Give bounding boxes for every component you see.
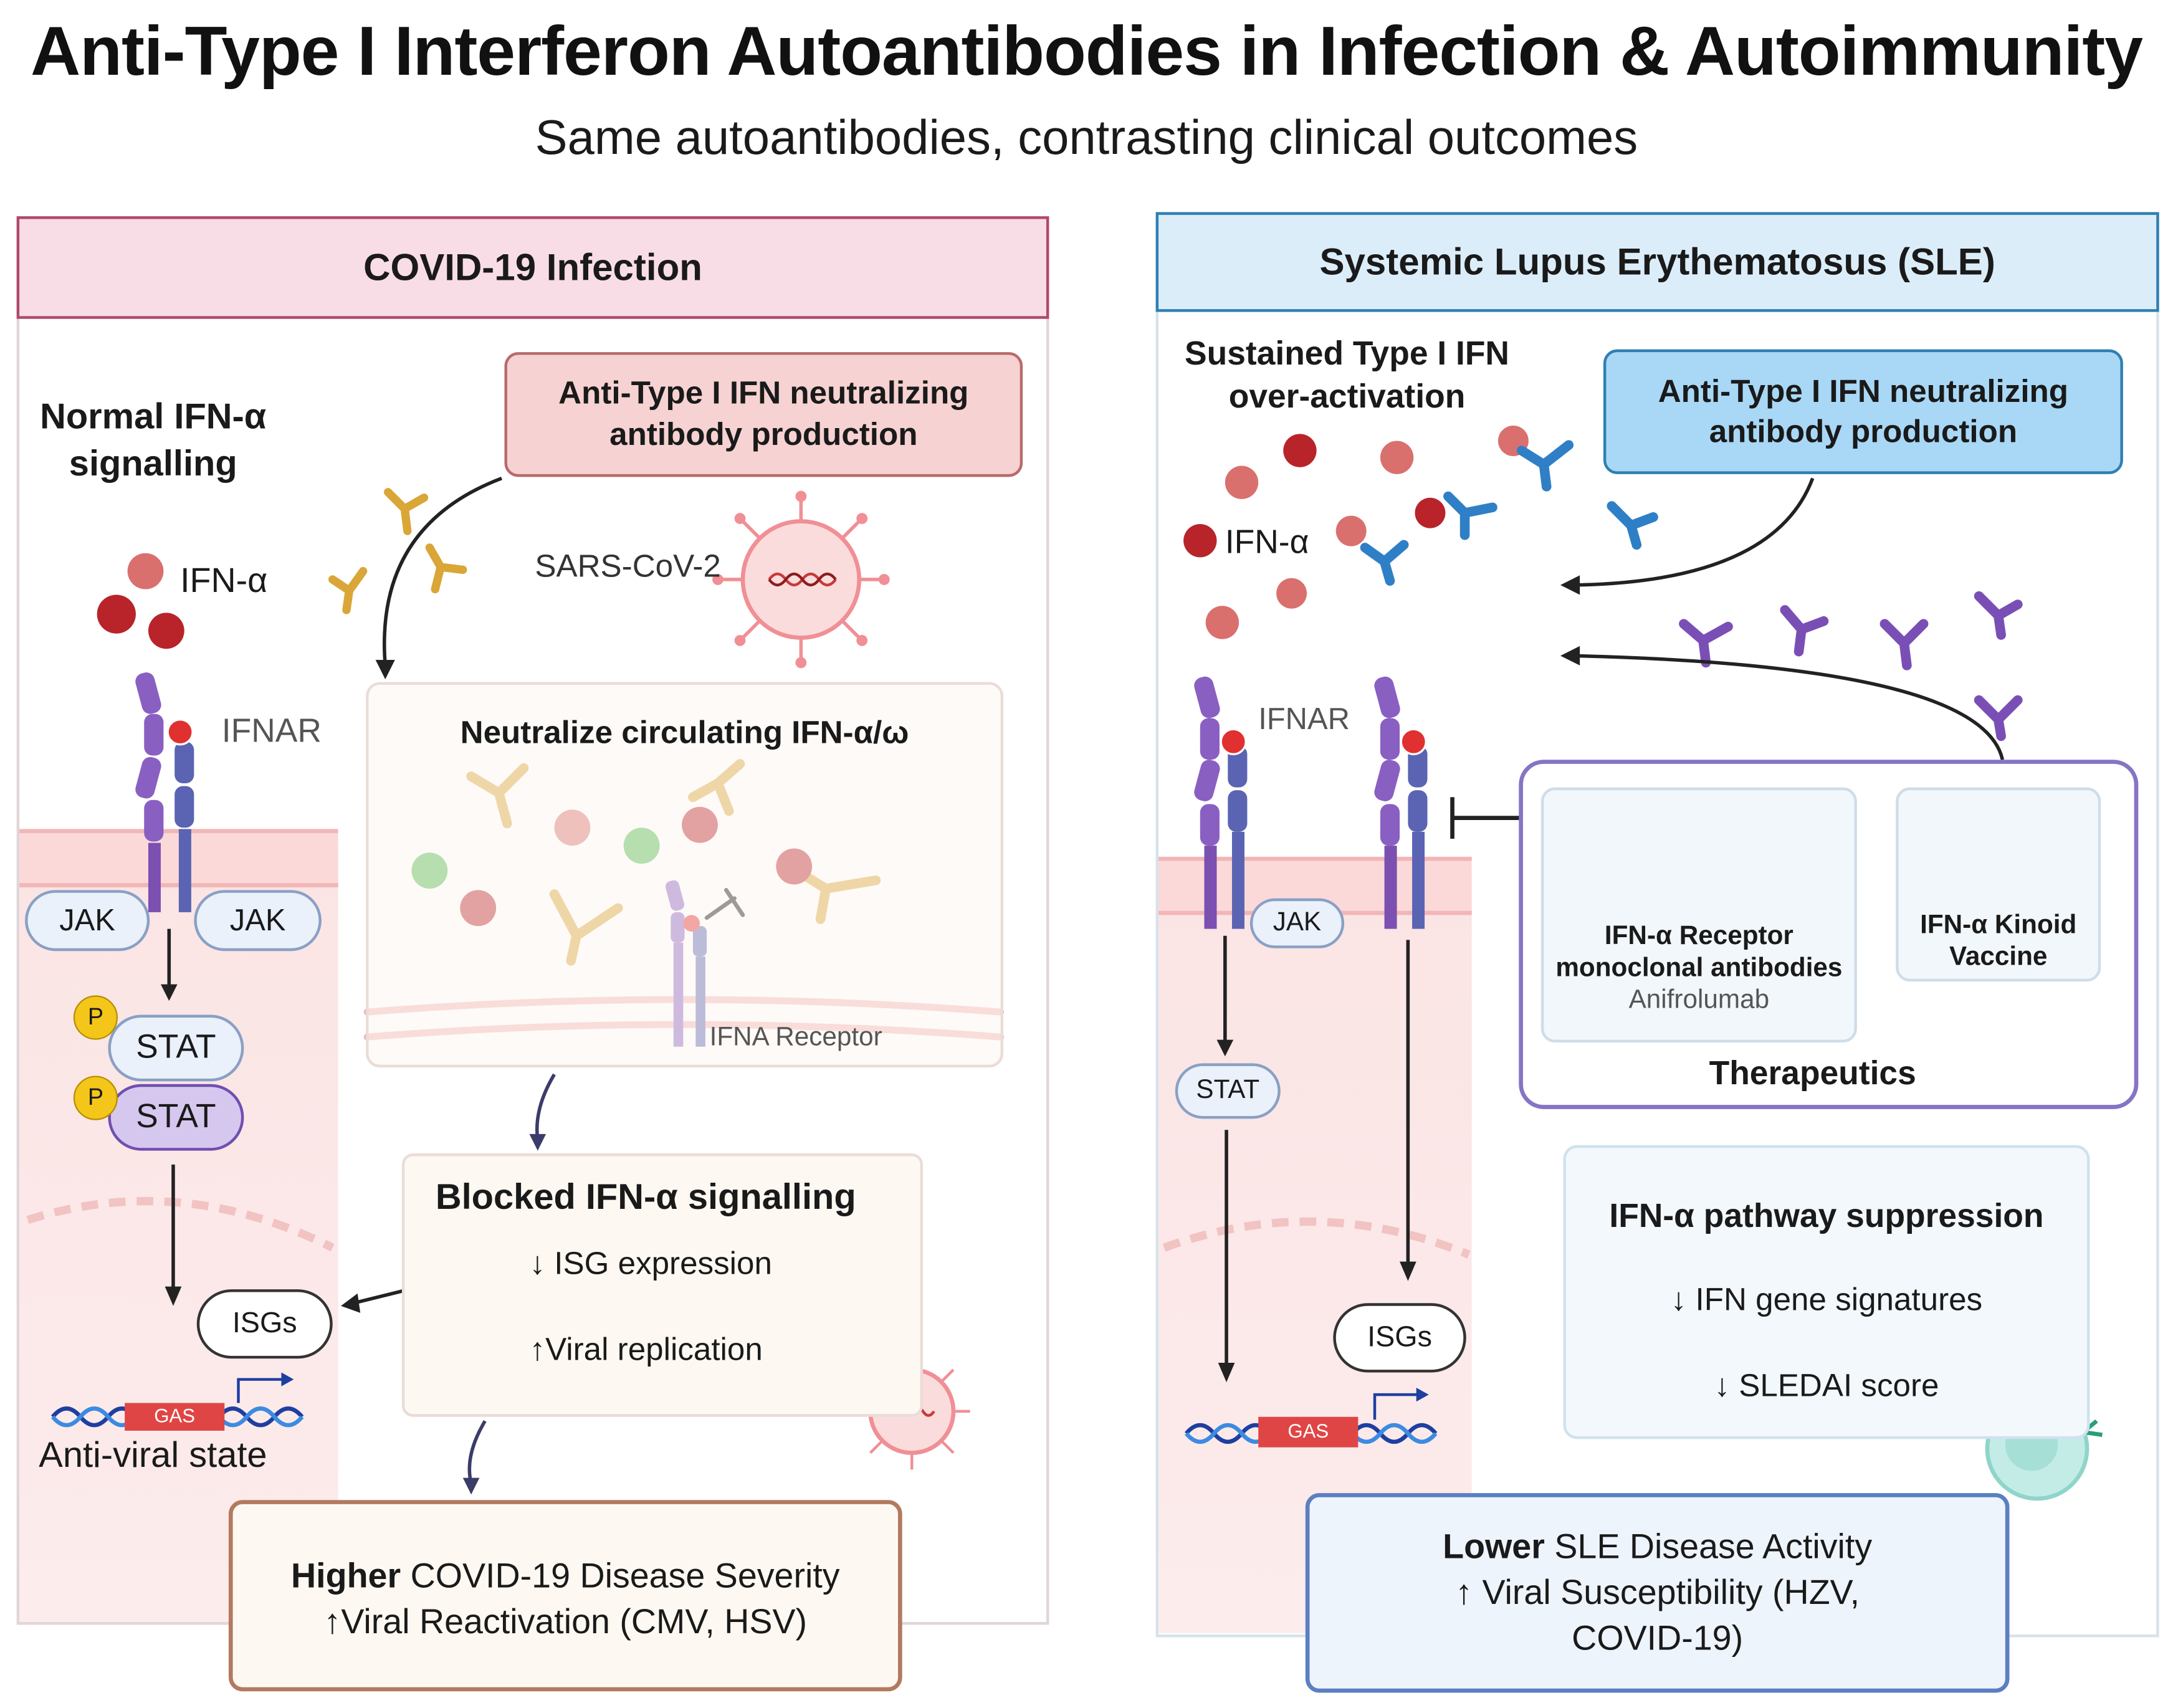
sle-outcome-line1: Lower SLE Disease Activity <box>1309 1525 2005 1570</box>
ifnar-receptor-icon <box>1194 676 1248 929</box>
left-production-text: Anti-Type I IFN neutralizing antibody pr… <box>558 374 969 452</box>
anifrolumab-label: Anifrolumab <box>1628 985 1770 1015</box>
therapeutics-label: Therapeutics <box>1709 1055 1916 1093</box>
stat-pill: STAT <box>108 1014 244 1082</box>
normal-ifn-heading: Normal IFN-α signalling <box>40 395 267 484</box>
gas-label: GAS <box>1287 1419 1329 1442</box>
gene-signatures-text: ↓ IFN gene signatures <box>1670 1281 1983 1317</box>
antiviral-state-label: Anti-viral state <box>39 1433 267 1476</box>
ifnar-label: IFNAR <box>221 712 322 750</box>
covid-header-text: COVID-19 Infection <box>363 247 702 289</box>
covid-panel-header: COVID-19 Infection <box>16 216 1049 319</box>
antibody-icon <box>328 488 467 614</box>
isg-expression-text: ↓ ISG expression <box>529 1244 772 1281</box>
ifnar-label: IFNAR <box>1258 701 1350 737</box>
kinoid-label: IFN-α Kinoid Vaccine <box>1920 910 2077 972</box>
covid-outcome-line2: ↑Viral Reactivation (CMV, HSV) <box>323 1602 808 1642</box>
stat-pill: STAT <box>1175 1063 1281 1119</box>
pathway-suppression-box <box>1563 1145 2090 1439</box>
sustained-ifn-heading: Sustained Type I IFN over-activation <box>1185 335 1509 416</box>
page-title: Anti-Type I Interferon Autoantibodies in… <box>30 12 2143 90</box>
kinoid-card <box>1896 787 2101 982</box>
ifnar-receptor-icon <box>135 672 194 912</box>
jak-pill: JAK <box>194 890 322 952</box>
outcome-text: COVID-19 Disease Severity <box>401 1557 840 1596</box>
jak-pill: JAK <box>1249 898 1345 948</box>
sle-header-text: Systemic Lupus Erythematosus (SLE) <box>1319 241 1995 283</box>
page-subtitle: Same autoantibodies, contrasting clinica… <box>535 110 1638 165</box>
cell-cytoplasm-left <box>19 846 338 1623</box>
antibody-icon <box>1360 440 1658 586</box>
ifn-alpha-label: IFN-α <box>180 561 268 601</box>
mab-card <box>1540 787 1857 1043</box>
blocked-box <box>401 1153 924 1417</box>
neutralize-box <box>366 682 1004 1068</box>
blocked-title: Blocked IFN-α signalling <box>435 1175 856 1218</box>
left-production-box: Anti-Type I IFN neutralizing antibody pr… <box>504 352 1023 477</box>
sars-cov-2-label: SARS-CoV-2 <box>535 547 721 584</box>
phospho-badge: P <box>73 995 118 1040</box>
ifn-alpha-ball <box>97 594 136 634</box>
pathway-suppression-title: IFN-α pathway suppression <box>1609 1198 2044 1236</box>
ifn-alpha-label: IFN-α <box>1225 523 1309 562</box>
right-production-box: Anti-Type I IFN neutralizing antibody pr… <box>1603 349 2123 474</box>
outcome-text: SLE Disease Activity <box>1544 1527 1873 1567</box>
jak-pill: JAK <box>25 890 150 952</box>
sars-cov-2-virus-icon <box>712 490 890 669</box>
covid-outcome-line1: Higher COVID-19 Disease Severity <box>233 1554 898 1600</box>
gas-label: GAS <box>154 1404 196 1427</box>
sle-panel-header: Systemic Lupus Erythematosus (SLE) <box>1155 212 2159 312</box>
viral-replication-text: ↑Viral replication <box>529 1330 763 1367</box>
sle-outcome-line2: ↑ Viral Susceptibility (HZV, COVID-19) <box>1455 1573 1860 1658</box>
isgs-pill: ISGs <box>196 1289 333 1359</box>
outcome-emphasis: Higher <box>291 1557 401 1596</box>
antibody-icon <box>1679 591 2023 742</box>
neutralize-title: Neutralize circulating IFN-α/ω <box>460 713 909 750</box>
ifna-receptor-label: IFNA Receptor <box>709 1023 882 1052</box>
ifnar-receptor-icon <box>1374 676 1428 929</box>
covid-outcome-box: Higher COVID-19 Disease Severity ↑Viral … <box>228 1500 902 1692</box>
isgs-pill: ISGs <box>1333 1303 1466 1373</box>
right-production-text: Anti-Type I IFN neutralizing antibody pr… <box>1658 373 2069 449</box>
outcome-emphasis: Lower <box>1443 1527 1545 1567</box>
ifn-alpha-ball <box>148 613 184 649</box>
mab-title: IFN-α Receptor monoclonal antibodies <box>1555 922 1843 983</box>
sledai-score-text: ↓ SLEDAI score <box>1714 1367 1939 1403</box>
phospho-badge: P <box>73 1076 118 1120</box>
stat-pill-phospho: STAT <box>108 1084 244 1151</box>
ifn-alpha-ball <box>127 553 164 589</box>
sle-outcome-box: Lower SLE Disease Activity ↑ Viral Susce… <box>1305 1493 2010 1693</box>
